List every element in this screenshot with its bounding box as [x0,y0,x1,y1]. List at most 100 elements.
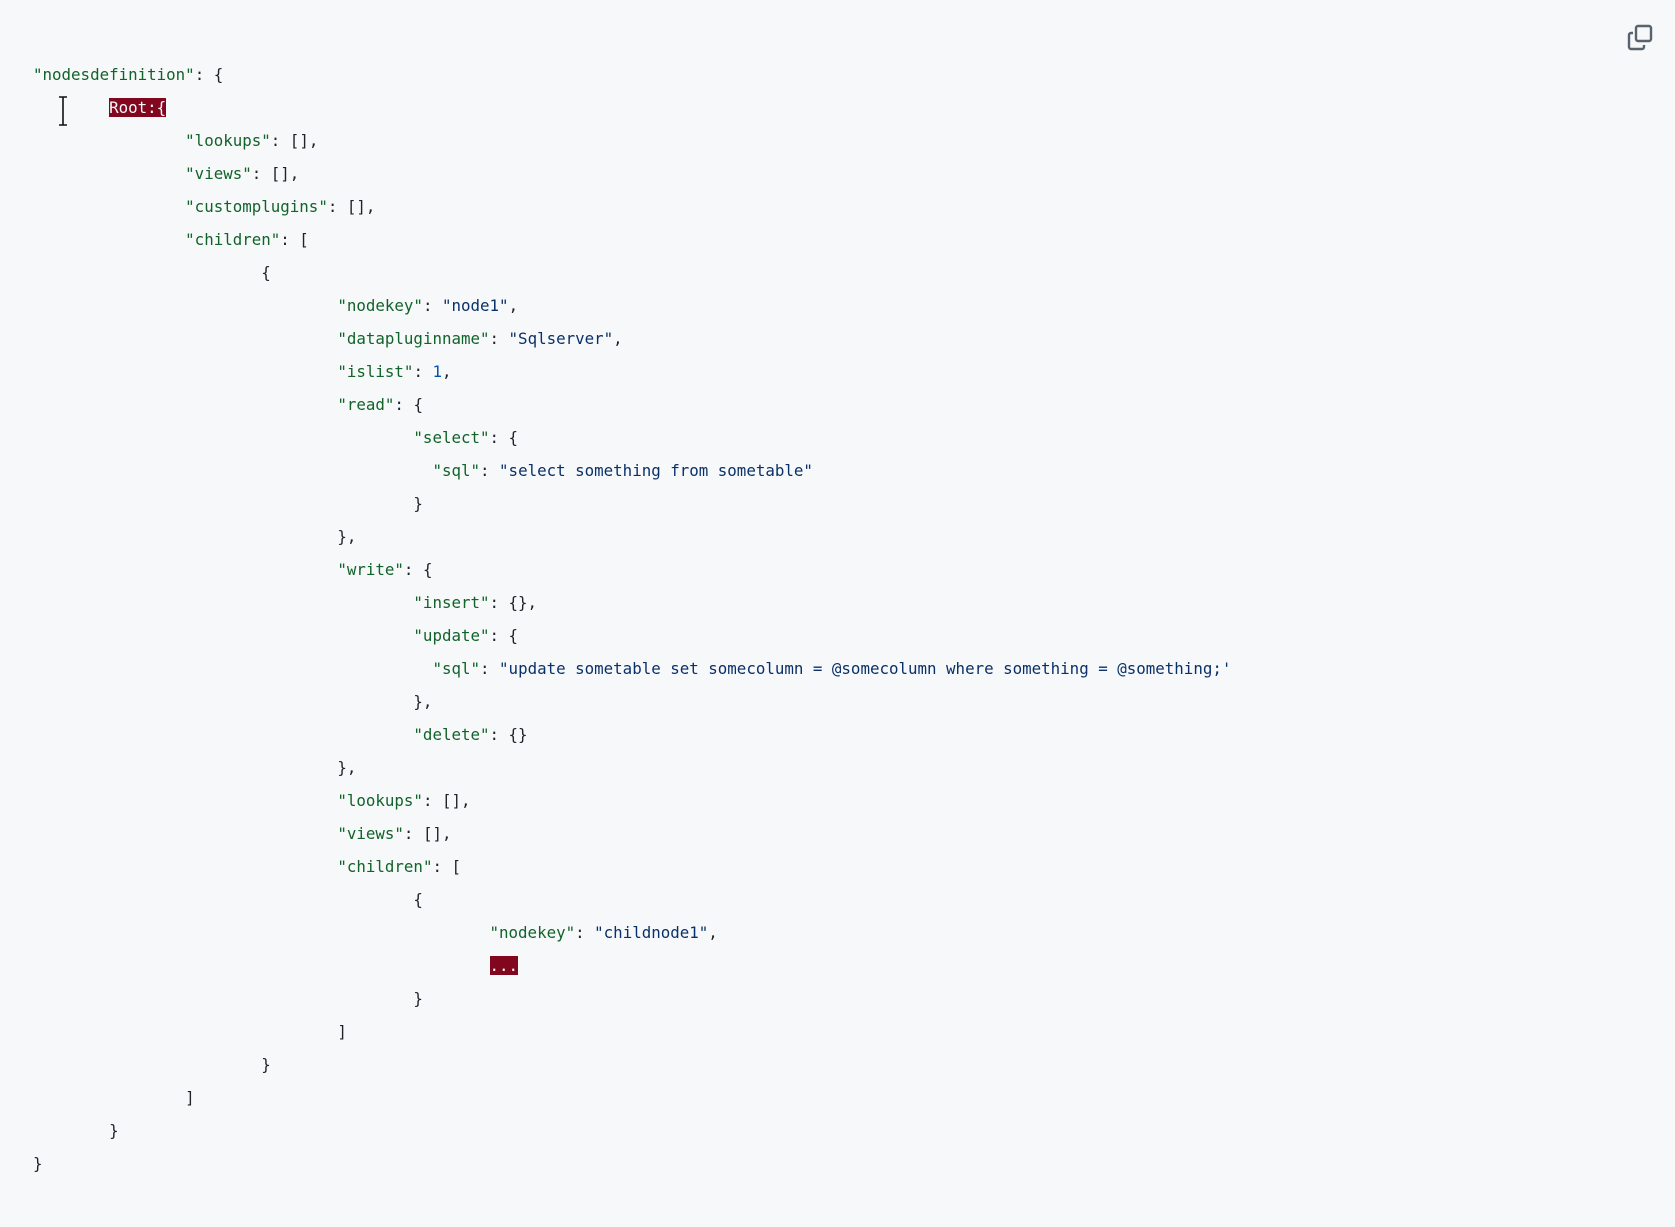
json-punctuation: }, [33,758,357,777]
copy-icon [1627,24,1653,51]
json-punctuation: : [480,461,500,480]
json-punctuation [33,164,185,183]
json-punctuation [33,824,337,843]
json-punctuation: , [613,329,623,348]
code-line: "children": [ [33,850,1231,883]
json-punctuation [33,428,413,447]
copy-button[interactable] [1622,20,1658,56]
json-key: "delete" [413,725,490,744]
json-punctuation: : [ [432,857,461,876]
code-line: } [33,1114,1231,1147]
text-cursor-icon [58,96,68,126]
json-punctuation: } [33,989,423,1008]
json-punctuation: : [480,659,500,678]
json-punctuation [33,659,432,678]
json-key: "views" [337,824,404,843]
json-punctuation: : [489,329,509,348]
code-line: } [33,1048,1231,1081]
json-key: "nodekey" [489,923,576,942]
json-string: "node1" [441,296,509,315]
json-key: "lookups" [337,791,423,810]
json-string: "select something from sometable" [499,461,813,480]
code-line: } [33,982,1231,1015]
code-line: }, [33,520,1231,553]
code-line: "nodekey": "node1", [33,289,1231,322]
json-punctuation: : { [194,65,224,84]
code-line: "insert": {}, [33,586,1231,619]
json-key: "nodesdefinition" [33,65,195,84]
code-line: "nodekey": "childnode1", [33,916,1231,949]
json-punctuation [33,725,413,744]
code-line: "select": { [33,421,1231,454]
json-punctuation: } [33,1121,119,1140]
json-key: "update" [413,626,490,645]
json-punctuation [33,626,413,645]
code-line: "lookups": [], [33,784,1231,817]
code-line: "children": [ [33,223,1231,256]
json-punctuation: : [575,923,595,942]
json-string: "update sometable set somecolumn = @some… [499,659,1232,678]
json-number: 1 [432,362,442,381]
code-line: { [33,256,1231,289]
json-punctuation [33,98,109,117]
code-line: Root:{ [33,91,1231,124]
code-line: "views": [], [33,157,1231,190]
json-punctuation [33,560,337,579]
json-punctuation: } [33,494,423,513]
code-line: { [33,883,1231,916]
code-block[interactable]: "nodesdefinition": { Root:{ "lookups": [… [33,58,1231,1180]
code-line: ] [33,1081,1231,1114]
json-punctuation: ] [33,1022,347,1041]
json-punctuation: : [], [251,164,300,183]
json-key: "write" [337,560,404,579]
json-punctuation: , [708,923,718,942]
json-key: "children" [185,230,281,249]
code-line: "write": { [33,553,1231,586]
json-punctuation [33,296,337,315]
code-line: "sql": "select something from sometable" [33,454,1231,487]
json-punctuation [33,593,413,612]
json-punctuation: : [413,362,433,381]
code-line: "sql": "update sometable set somecolumn … [33,652,1231,685]
json-punctuation [33,230,185,249]
json-key: "children" [337,857,433,876]
code-line: "islist": 1, [33,355,1231,388]
json-key: "sql" [432,461,481,480]
json-punctuation: , [441,362,452,381]
json-punctuation: } [33,1055,271,1074]
json-punctuation [33,197,185,216]
json-punctuation [33,329,337,348]
json-key: "sql" [432,659,481,678]
json-punctuation: : { [489,428,519,447]
json-key: "customplugins" [185,197,328,216]
code-line: }, [33,685,1231,718]
code-line: "customplugins": [], [33,190,1231,223]
json-punctuation: }, [33,692,433,711]
json-punctuation [33,956,490,975]
json-punctuation: : { [403,560,433,579]
code-line: "views": [], [33,817,1231,850]
json-key: "nodekey" [337,296,423,315]
json-punctuation: }, [33,527,357,546]
code-line: ... [33,949,1231,982]
json-punctuation: : [], [422,791,471,810]
code-line: "read": { [33,388,1231,421]
json-punctuation [33,461,432,480]
code-line: "datapluginname": "Sqlserver", [33,322,1231,355]
json-string: "Sqlserver" [508,329,614,348]
json-punctuation: : { [394,395,423,414]
json-punctuation [33,857,337,876]
code-line: "update": { [33,619,1231,652]
code-line: "lookups": [], [33,124,1231,157]
json-punctuation [33,131,185,150]
json-key: "insert" [413,593,490,612]
error-highlight: Root:{ [109,98,167,117]
json-punctuation [33,923,490,942]
json-punctuation: { [33,263,271,282]
json-key: "read" [337,395,395,414]
json-punctuation: } [33,1154,43,1173]
code-line: ] [33,1015,1231,1048]
code-line: } [33,487,1231,520]
json-punctuation: { [33,890,423,909]
json-string: "childnode1" [594,923,709,942]
